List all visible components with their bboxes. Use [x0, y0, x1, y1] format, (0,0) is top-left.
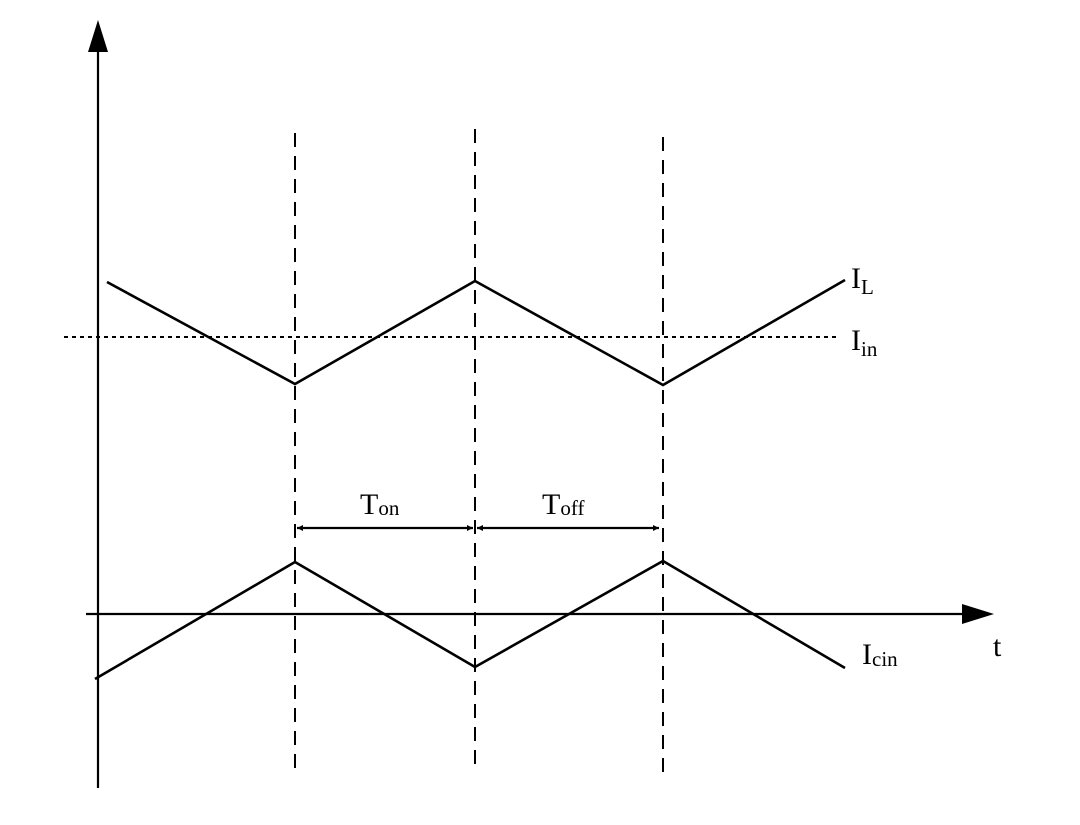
toff-label-main: T [542, 488, 560, 521]
time-axis-label: t [993, 630, 1002, 663]
iin-label: Iin [851, 324, 878, 361]
toff-label-sub: off [560, 496, 584, 520]
icin-waveform [94, 559, 846, 681]
iin-label-main: I [851, 324, 861, 357]
vertical-axis-arrow-icon [88, 20, 108, 52]
toff-label: Toff [542, 488, 584, 521]
icin-label-main: I [862, 638, 872, 671]
il-label-sub: L [861, 275, 874, 299]
ton-label: Ton [360, 488, 400, 521]
iin-label-sub: in [861, 337, 878, 361]
ton-label-main: T [360, 488, 378, 521]
il-label-main: I [851, 262, 861, 295]
icin-label: Icin [862, 638, 898, 671]
time-axis-arrow-icon [962, 604, 994, 624]
icin-label-sub: cin [872, 647, 898, 671]
ton-label-sub: on [378, 496, 400, 520]
il-label: IL [851, 262, 874, 299]
il-waveform [106, 278, 846, 387]
